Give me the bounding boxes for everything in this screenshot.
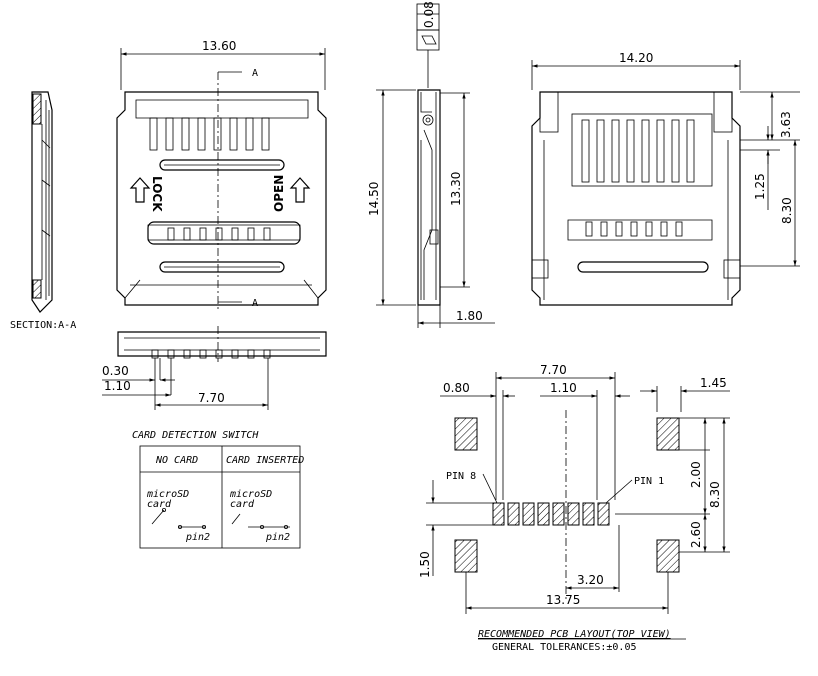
bottom-dim-3-63: 3.63	[779, 111, 793, 138]
bottom-dim-1-25: 1.25	[753, 173, 767, 200]
inserted-label-1: microSD	[229, 489, 272, 500]
open-arrow-icon	[289, 177, 311, 203]
top-view: 13.60	[116, 39, 327, 310]
bottom-width-dim: 14.20	[619, 51, 653, 65]
side-view: 0.08 14.50 13.30 1.80	[367, 1, 495, 328]
pcb-dim-1-10: 1.10	[550, 381, 577, 395]
side-inner-dim: 13.30	[449, 172, 463, 206]
pin1-label: PIN 1	[634, 476, 664, 487]
pcb-dim-13-75: 13.75	[546, 593, 580, 607]
no-card-label-1: microSD	[146, 489, 189, 500]
switch-table: CARD DETECTION SWITCH NO CARD CARD INSER…	[132, 430, 304, 549]
switch-closed-icon	[231, 513, 290, 530]
inserted-label-2: card	[230, 499, 255, 510]
side-thickness-dim: 1.80	[456, 309, 483, 323]
switch-table-title: CARD DETECTION SWITCH	[132, 430, 259, 441]
bottom-view: 14.20	[531, 51, 800, 306]
header-card-inserted: CARD INSERTED	[226, 455, 304, 466]
pcb-dim-8-30: 8.30	[708, 481, 722, 508]
bottom-dim-8-30: 8.30	[780, 197, 794, 224]
front-view: 0.30 1.10 7.70	[102, 326, 327, 410]
lock-label: LOCK	[150, 176, 164, 212]
switch-open-icon	[151, 507, 206, 530]
front-dim-1-10: 1.10	[104, 379, 131, 393]
pcb-dim-0-80: 0.80	[443, 381, 470, 395]
pcb-layout: 7.70 0.80 1.10 1.45	[418, 363, 730, 653]
pcb-dim-2-00: 2.00	[689, 461, 703, 488]
lock-arrow-icon	[129, 177, 151, 203]
section-label: SECTION:A-A	[10, 320, 76, 331]
pcb-dim-2-60: 2.60	[689, 521, 703, 548]
open-label: OPEN	[272, 175, 286, 212]
mount-pad-bottom-right	[656, 539, 680, 573]
inserted-pin-label: pin2	[265, 532, 290, 543]
bottom-contacts-upper	[581, 119, 695, 183]
no-card-pin-label: pin2	[185, 532, 210, 543]
side-height-dim: 14.50	[367, 182, 381, 216]
signal-pads	[492, 502, 610, 526]
pcb-dim-3-20: 3.20	[577, 573, 604, 587]
mount-pad-top-right	[656, 417, 680, 451]
flatness-value: 0.08	[422, 1, 436, 28]
front-dim-0-30: 0.30	[102, 364, 129, 378]
header-no-card: NO CARD	[155, 455, 198, 466]
front-dim-7-70: 7.70	[198, 391, 225, 405]
pcb-caption: RECOMMENDED PCB LAYOUT(TOP VIEW)	[478, 629, 671, 640]
top-width-dim: 13.60	[202, 39, 236, 53]
section-mark-top: A	[252, 68, 258, 79]
top-contacts	[149, 117, 270, 151]
section-mark-bottom: A	[252, 298, 258, 309]
pcb-dim-7-70: 7.70	[540, 363, 567, 377]
tolerance-note: GENERAL TOLERANCES:±0.05	[492, 642, 637, 653]
no-card-label-2: card	[147, 499, 172, 510]
bottom-contacts	[167, 227, 271, 241]
pin8-label: PIN 8	[446, 471, 476, 482]
mount-pad-bottom-left	[454, 539, 478, 573]
pcb-dim-1-45: 1.45	[700, 376, 727, 390]
pcb-dim-1-50: 1.50	[418, 551, 432, 578]
mount-pad-top-left	[454, 417, 478, 451]
section-view: SECTION:A-A	[10, 91, 76, 331]
